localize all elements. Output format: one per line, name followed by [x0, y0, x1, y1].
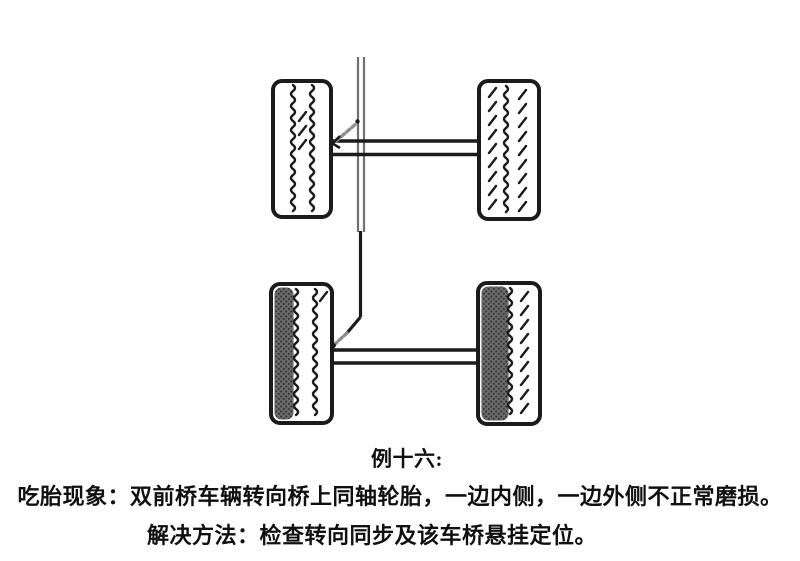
axle1-right-wheel	[477, 79, 541, 221]
drag-link-joint	[333, 331, 349, 346]
front-axle-2	[269, 281, 542, 426]
axle2-left-tread-dash	[318, 290, 329, 303]
axle1-left-wheel	[271, 79, 333, 219]
front-axle-1	[271, 79, 541, 221]
axle2-right-wheel	[476, 281, 542, 426]
axle1-tie-rod-joint	[355, 119, 360, 124]
axle1-left-tire	[271, 79, 333, 219]
drag-link-bend	[345, 315, 362, 335]
axle2-right-wear-band	[481, 286, 509, 421]
figure-caption: 例十六:	[371, 447, 443, 471]
steering-shaft	[356, 57, 366, 232]
axle2-left-wheel	[269, 282, 334, 425]
steering-drag-link	[331, 231, 363, 348]
solution-text: 解决方法：检查转向同步及该车桥悬挂定位。	[146, 523, 597, 548]
axle2-left-wear-band	[274, 287, 294, 420]
phenomenon-text: 吃胎现象：双前桥车辆转向桥上同轴轮胎，一边内侧，一边外侧不正常磨损。	[17, 484, 783, 509]
